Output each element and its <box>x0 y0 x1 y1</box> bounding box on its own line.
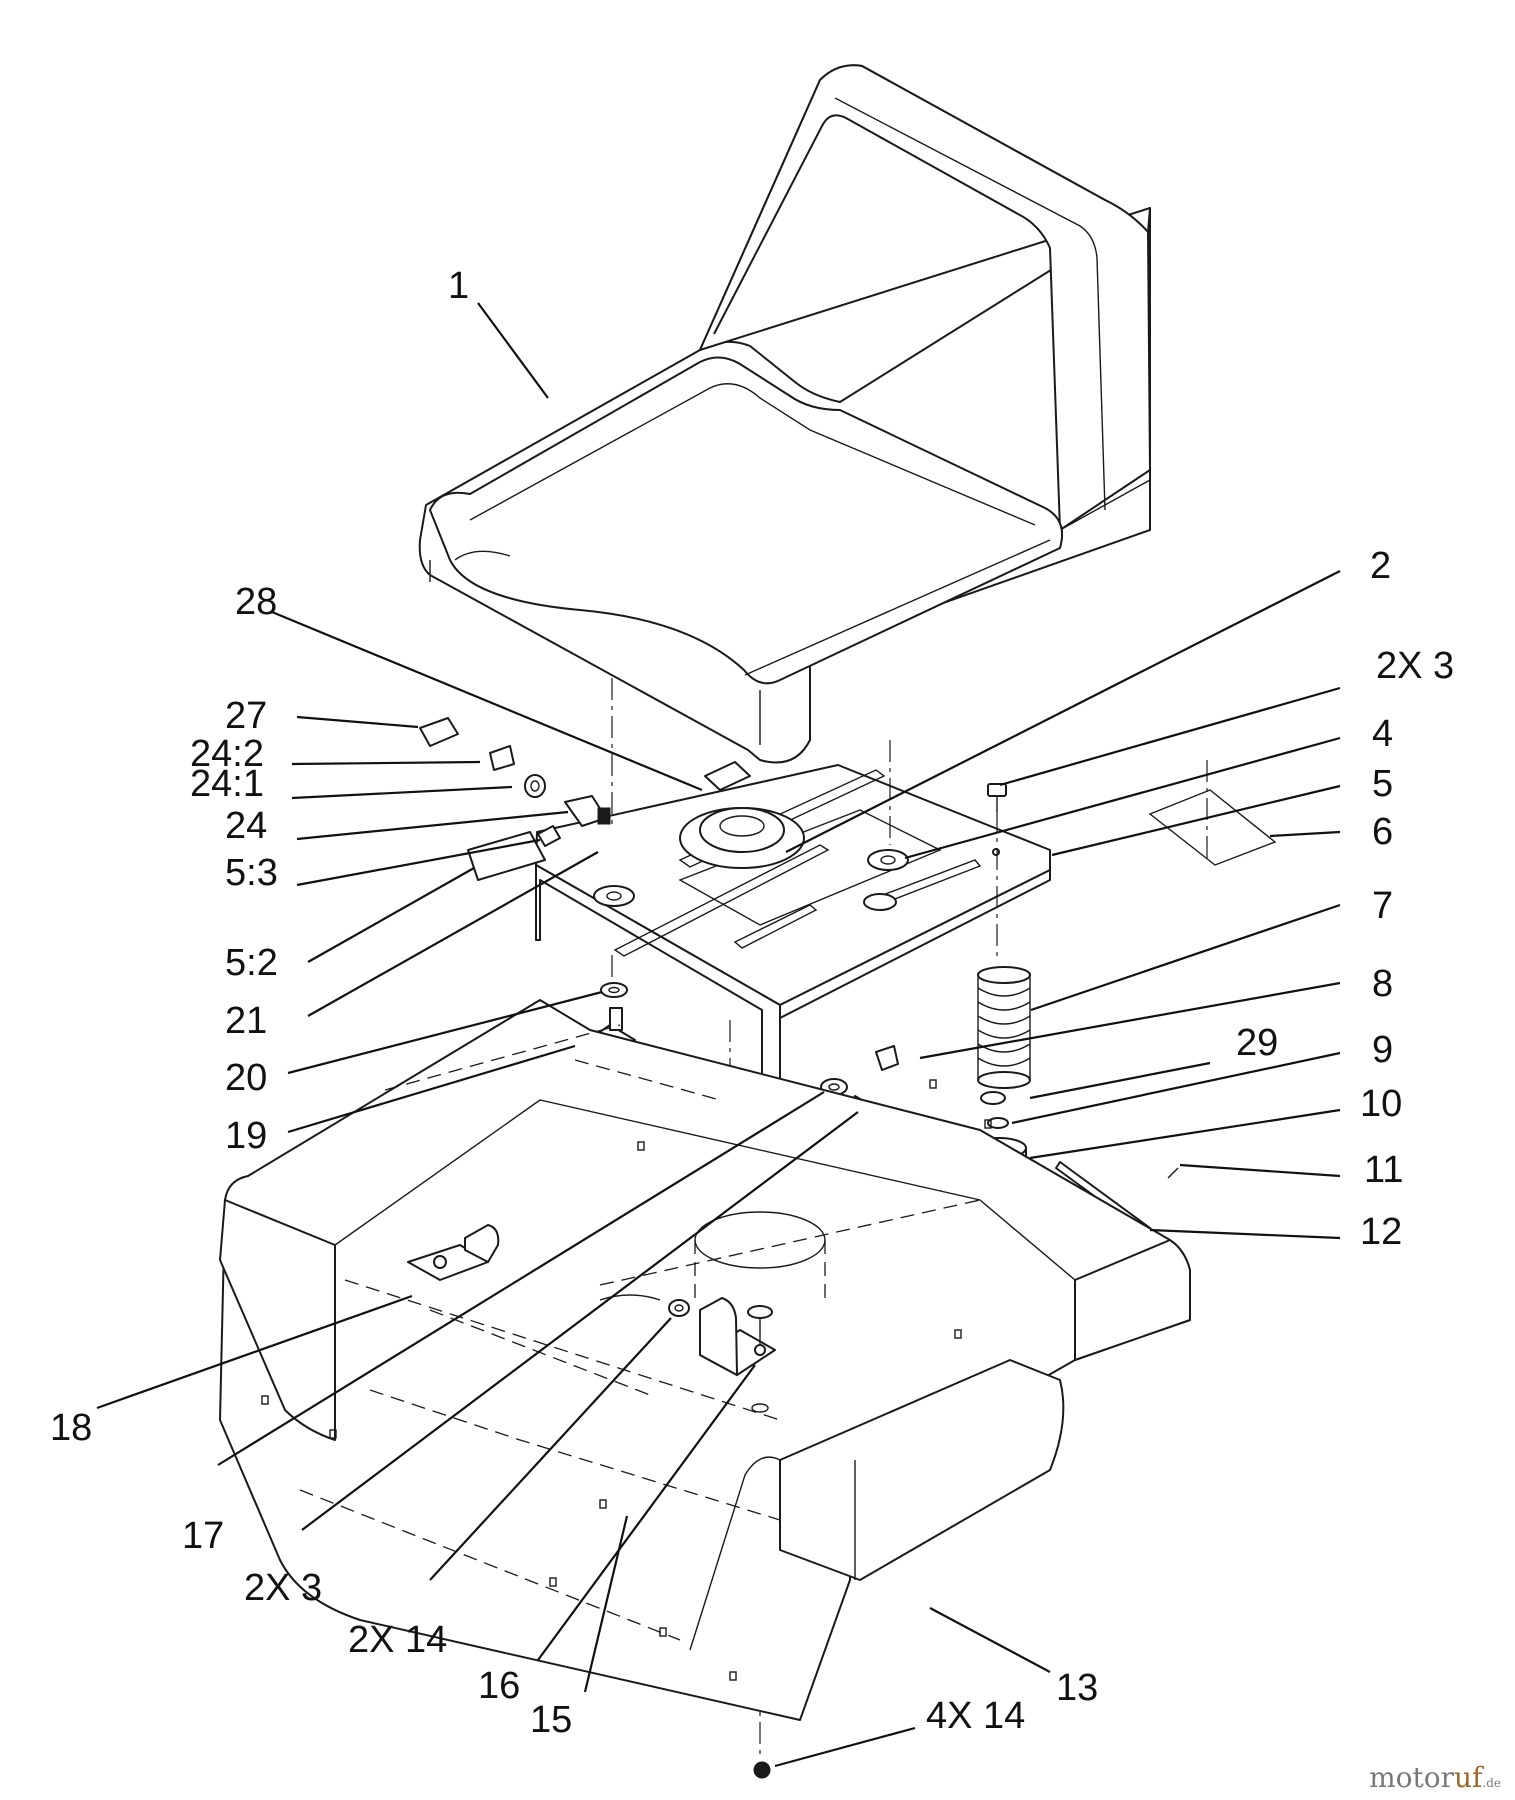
watermark-tld: .de <box>1482 1776 1501 1790</box>
ring-part <box>524 774 546 798</box>
key-part <box>419 717 459 747</box>
callout-2x14: 2X 14 <box>348 1619 447 1661</box>
pin-part <box>1167 1167 1179 1179</box>
callout-2: 2 <box>1370 545 1391 587</box>
bracket-part <box>537 825 561 847</box>
callout-12: 12 <box>1360 1211 1402 1253</box>
watermark-logo: motoruf.de <box>1369 1761 1501 1794</box>
washer-part <box>600 982 628 998</box>
washer-part <box>980 1091 1006 1105</box>
callout-4: 4 <box>1372 713 1393 755</box>
callout-2x3-top: 2X 3 <box>1376 645 1454 687</box>
screw-part <box>987 783 1007 812</box>
spring-part <box>977 966 1031 1089</box>
leader-lines <box>96 302 1341 1768</box>
callout-7: 7 <box>1372 885 1393 927</box>
callout-5-2: 5:2 <box>225 942 278 984</box>
callout-21: 21 <box>225 1000 267 1042</box>
callout-4x14: 4X 14 <box>926 1695 1025 1737</box>
nut-part <box>668 1299 690 1317</box>
callout-20: 20 <box>225 1057 267 1099</box>
callout-11: 11 <box>1364 1149 1403 1191</box>
callout-6: 6 <box>1372 811 1393 853</box>
callout-24-1: 24:1 <box>190 763 264 805</box>
pin-part <box>747 1305 773 1345</box>
decal-part <box>1148 789 1277 866</box>
callout-labels: 1 2 2X 3 4 5 6 7 8 29 9 10 11 12 13 4X 1… <box>50 265 1454 1741</box>
callout-16: 16 <box>478 1665 520 1707</box>
hinge-bracket-part <box>407 1224 500 1281</box>
callout-18: 18 <box>50 1407 92 1449</box>
nut-part <box>987 1117 1009 1129</box>
callout-10: 10 <box>1360 1083 1402 1125</box>
seat-mount-plate <box>535 761 1051 1091</box>
callout-24-2: 24:2 <box>190 733 264 775</box>
callout-13: 13 <box>1056 1667 1098 1709</box>
bezel-part <box>489 745 515 771</box>
watermark-accent: uf <box>1453 1761 1483 1794</box>
callout-1: 1 <box>448 265 469 307</box>
chassis-body <box>219 999 1191 1721</box>
callout-5-3: 5:3 <box>225 852 278 894</box>
callout-2x3-bottom: 2X 3 <box>244 1567 322 1609</box>
callout-17: 17 <box>182 1515 224 1557</box>
bolt-part <box>875 1045 899 1071</box>
seat-part <box>418 64 1151 764</box>
callout-15: 15 <box>530 1699 572 1741</box>
callout-19: 19 <box>225 1115 267 1157</box>
callout-27: 27 <box>225 695 267 737</box>
callout-29: 29 <box>1236 1022 1278 1064</box>
plate-part <box>467 831 546 881</box>
callout-28: 28 <box>235 581 277 623</box>
watermark-main: motor <box>1369 1761 1454 1794</box>
callout-9: 9 <box>1372 1029 1393 1071</box>
callout-5: 5 <box>1372 763 1393 805</box>
callout-24: 24 <box>225 805 267 847</box>
switch-part <box>564 795 611 827</box>
callout-8: 8 <box>1372 963 1393 1005</box>
nut-part <box>753 1761 771 1779</box>
